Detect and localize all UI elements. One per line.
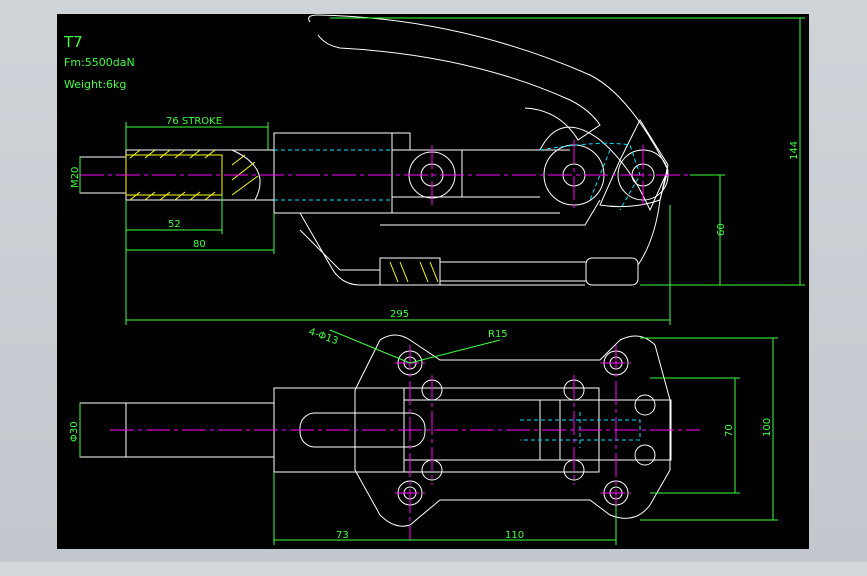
dim-80: 80 bbox=[193, 239, 206, 250]
dim-60: 60 bbox=[716, 223, 727, 236]
clamp-drawing: T7 Fm:5500daN Weight:6kg 76 STROKE M20 5… bbox=[63, 14, 805, 545]
dim-295: 295 bbox=[390, 309, 409, 320]
dim-thread: M20 bbox=[70, 167, 81, 188]
dim-144: 144 bbox=[789, 141, 800, 160]
housing bbox=[273, 132, 393, 214]
dim-73: 73 bbox=[336, 530, 349, 541]
plan-view bbox=[79, 334, 672, 527]
dim-stroke: 76 STROKE bbox=[166, 116, 222, 127]
force-label: Fm:5500daN bbox=[64, 56, 135, 69]
drawing-title: T7 bbox=[63, 33, 83, 51]
plunger-nose bbox=[231, 149, 261, 201]
dim-110: 110 bbox=[505, 530, 524, 541]
hidden-lines bbox=[274, 142, 641, 211]
link-block bbox=[379, 257, 441, 286]
dim-dia30: Φ30 bbox=[69, 421, 80, 442]
housing-neck bbox=[392, 149, 463, 198]
dimension-lines bbox=[79, 17, 805, 545]
handle-outline bbox=[308, 14, 669, 212]
cad-window: T7 Fm:5500daN Weight:6kg 76 STROKE M20 5… bbox=[0, 0, 867, 562]
handle-inner bbox=[317, 34, 601, 141]
dim-radius: R15 bbox=[488, 329, 508, 340]
base-plate bbox=[354, 334, 671, 527]
centerlines-plan bbox=[110, 345, 700, 540]
weight-label: Weight:6kg bbox=[64, 78, 126, 91]
link-block-right bbox=[585, 257, 639, 286]
lower-linkage bbox=[299, 212, 585, 286]
centerlines-top bbox=[80, 140, 690, 210]
thread-hatching bbox=[125, 149, 439, 283]
dim-100: 100 bbox=[762, 418, 773, 437]
dim-70: 70 bbox=[724, 424, 735, 437]
dim-holes: 4-Φ13 bbox=[307, 326, 339, 347]
drawing-canvas[interactable]: T7 Fm:5500daN Weight:6kg 76 STROKE M20 5… bbox=[57, 14, 809, 549]
dim-52: 52 bbox=[168, 219, 181, 230]
